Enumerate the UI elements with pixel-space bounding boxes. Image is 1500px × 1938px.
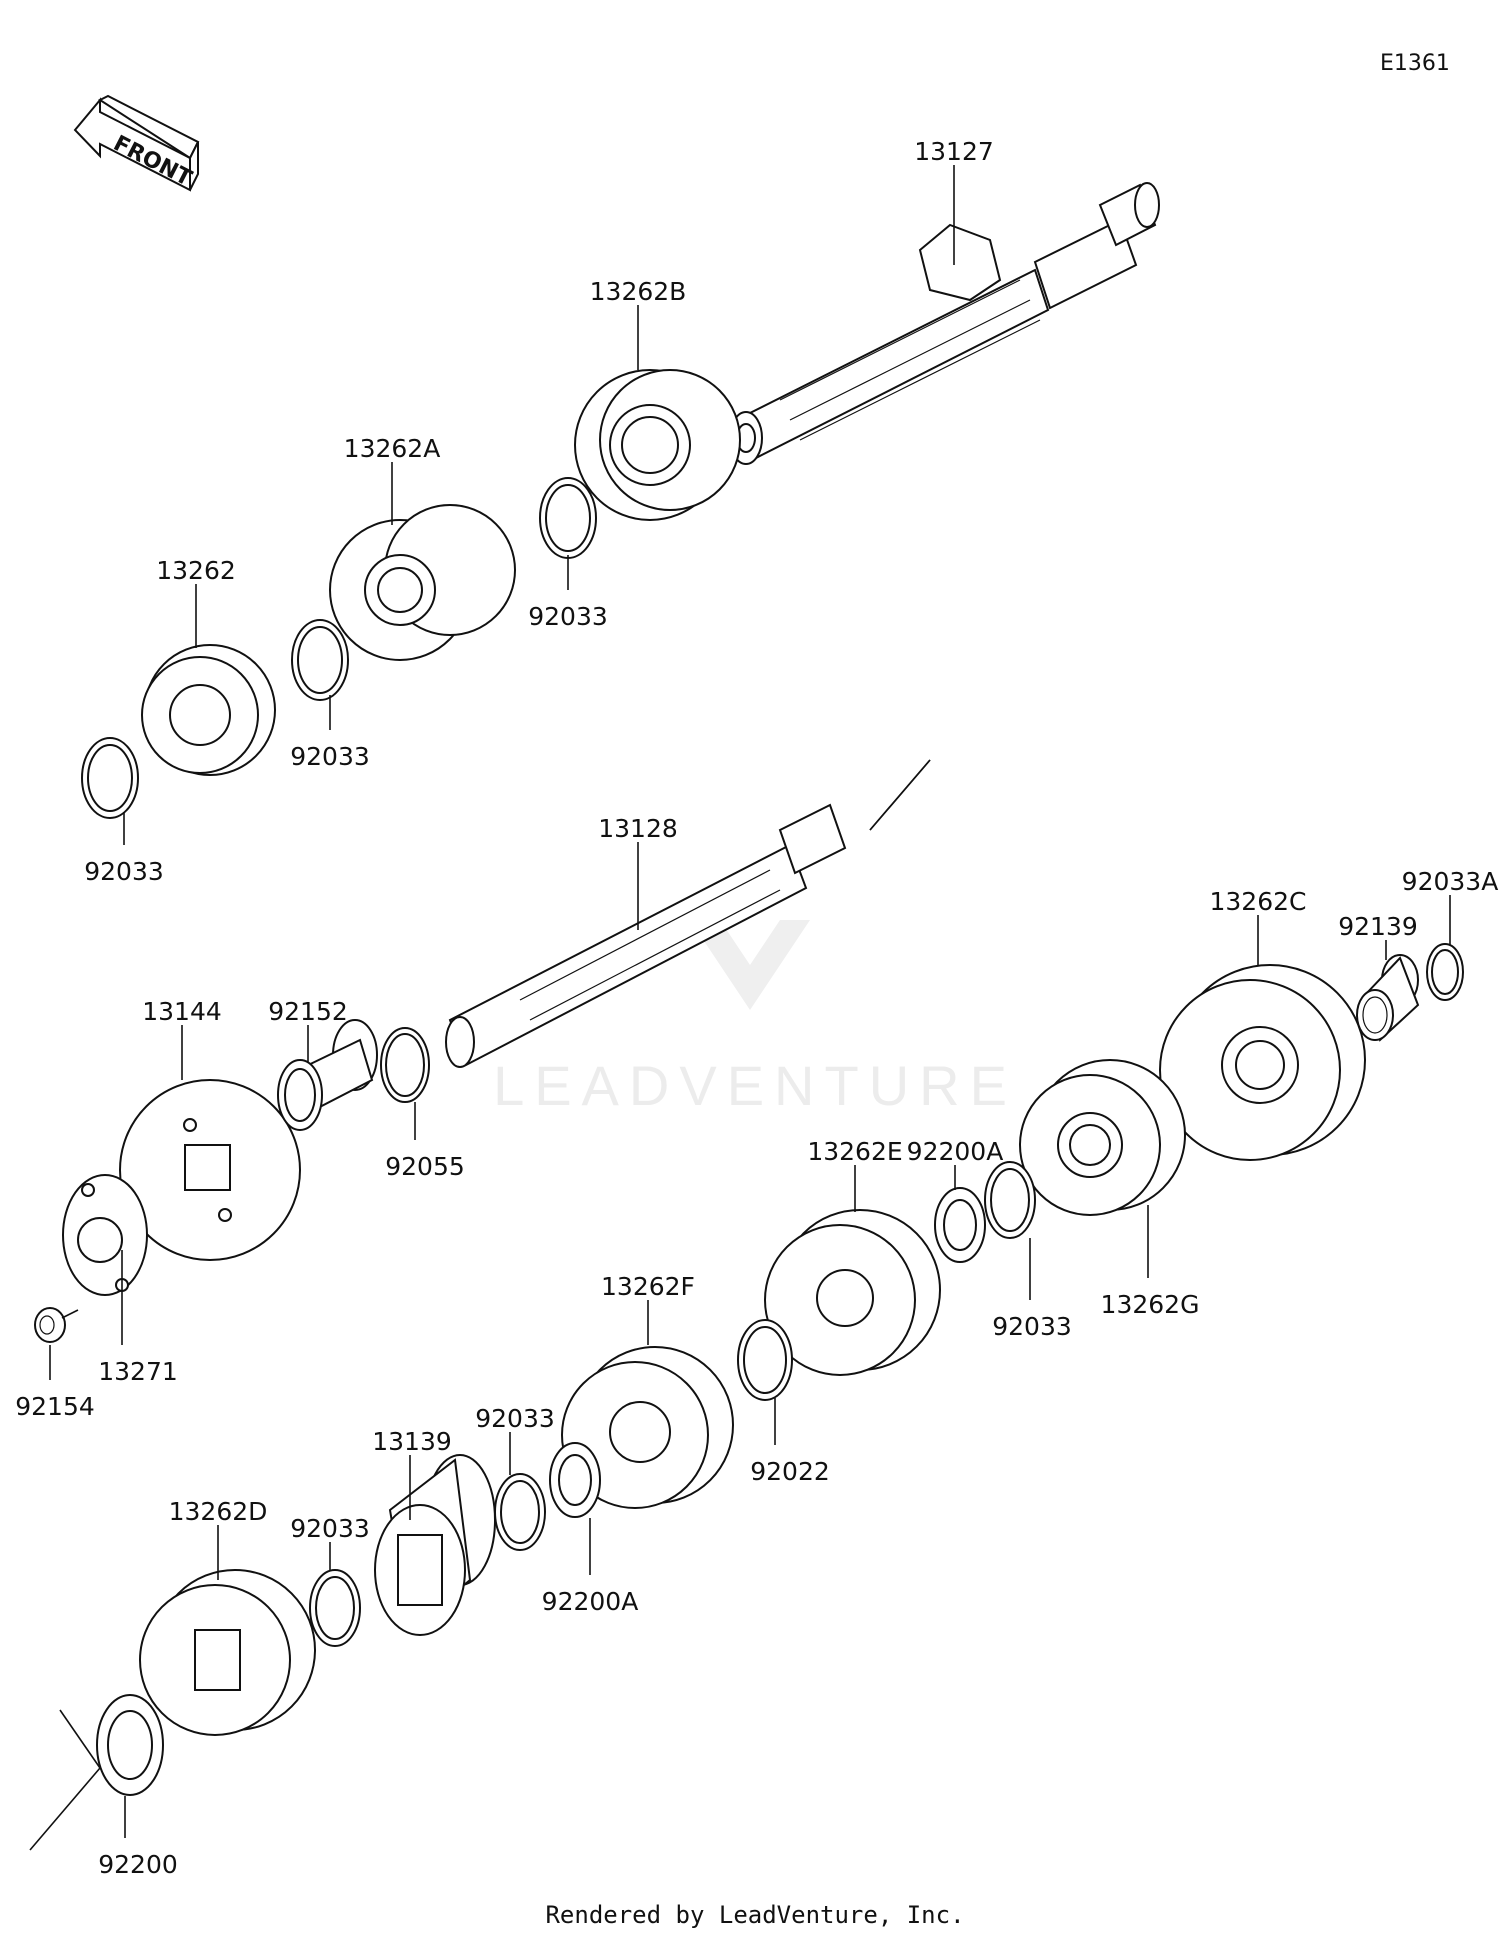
collar-92152[interactable] — [277, 1019, 378, 1131]
label-92200A-b[interactable]: 92200A — [542, 1587, 639, 1616]
label-92154[interactable]: 92154 — [15, 1392, 95, 1421]
label-92033-f[interactable]: 92033 — [290, 1514, 370, 1543]
washer-92200A-a[interactable] — [934, 1187, 986, 1263]
label-13139[interactable]: 13139 — [372, 1427, 452, 1456]
label-13262D[interactable]: 13262D — [169, 1497, 268, 1526]
label-92200A-a[interactable]: 92200A — [907, 1137, 1004, 1166]
label-13144[interactable]: 13144 — [142, 997, 222, 1026]
hub-13139[interactable] — [374, 1454, 496, 1636]
circlip-92033-f[interactable] — [309, 1569, 361, 1647]
circlip-92033-d[interactable] — [984, 1161, 1036, 1239]
label-13262C[interactable]: 13262C — [1210, 887, 1307, 916]
part-labels: 13127 13262B 13262A 13262 92033 92033 92… — [15, 137, 1498, 1879]
circlip-92033-e[interactable] — [494, 1473, 546, 1551]
gear-13262D[interactable] — [139, 1569, 316, 1736]
label-92022[interactable]: 92022 — [750, 1457, 830, 1486]
circlip-92033A[interactable] — [1426, 943, 1464, 1001]
circlip-92033-b[interactable] — [291, 619, 349, 701]
watermark-text: LEADVENTURE — [493, 1054, 1017, 1117]
bolt-92154[interactable] — [34, 1307, 79, 1343]
ring-92022[interactable] — [737, 1319, 793, 1401]
front-arrow-icon: FRONT — [73, 94, 200, 192]
washer-92200A-b[interactable] — [549, 1442, 601, 1518]
label-13262G[interactable]: 13262G — [1101, 1290, 1200, 1319]
gear-13262G[interactable] — [1019, 1059, 1186, 1216]
label-13127[interactable]: 13127 — [914, 137, 994, 166]
label-13128[interactable]: 13128 — [598, 814, 678, 843]
label-13262B[interactable]: 13262B — [590, 277, 687, 306]
watermark: LEADVENTURE — [493, 920, 1017, 1117]
label-92055[interactable]: 92055 — [385, 1152, 465, 1181]
label-13271[interactable]: 13271 — [98, 1357, 178, 1386]
circlip-92033-c[interactable] — [81, 737, 139, 819]
gear-13262A[interactable] — [329, 504, 516, 661]
label-92152[interactable]: 92152 — [268, 997, 348, 1026]
label-92200[interactable]: 92200 — [98, 1850, 178, 1879]
label-92033A[interactable]: 92033A — [1402, 867, 1499, 896]
label-13262[interactable]: 13262 — [156, 556, 236, 585]
footer-credit: Rendered by LeadVenture, Inc. — [545, 1901, 964, 1929]
washer-92200[interactable] — [29, 1694, 164, 1851]
bushing-92139[interactable] — [1356, 954, 1420, 1042]
label-92033-d[interactable]: 92033 — [992, 1312, 1072, 1341]
shaft-13127[interactable] — [729, 182, 1160, 465]
gear-13262C[interactable] — [1159, 964, 1366, 1161]
diagram-code: E1361 — [1380, 51, 1450, 76]
shaft-13128[interactable] — [445, 759, 931, 1068]
gear-13262[interactable] — [141, 644, 276, 776]
label-13262E[interactable]: 13262E — [807, 1137, 902, 1166]
circlip-92033-a[interactable] — [539, 477, 597, 559]
label-92033-b[interactable]: 92033 — [290, 742, 370, 771]
label-92033-a[interactable]: 92033 — [528, 602, 608, 631]
gear-13262B[interactable] — [574, 369, 741, 521]
sprocket-13144[interactable] — [119, 1079, 301, 1261]
label-92033-e[interactable]: 92033 — [475, 1404, 555, 1433]
label-92033-c[interactable]: 92033 — [84, 857, 164, 886]
plate-13271[interactable] — [62, 1174, 148, 1296]
leader-lines — [49, 165, 1451, 1838]
label-92139[interactable]: 92139 — [1338, 912, 1418, 941]
ring-92055[interactable] — [380, 1027, 430, 1103]
gear-13262E[interactable] — [764, 1209, 941, 1376]
label-13262A[interactable]: 13262A — [344, 434, 441, 463]
label-13262F[interactable]: 13262F — [601, 1272, 695, 1301]
